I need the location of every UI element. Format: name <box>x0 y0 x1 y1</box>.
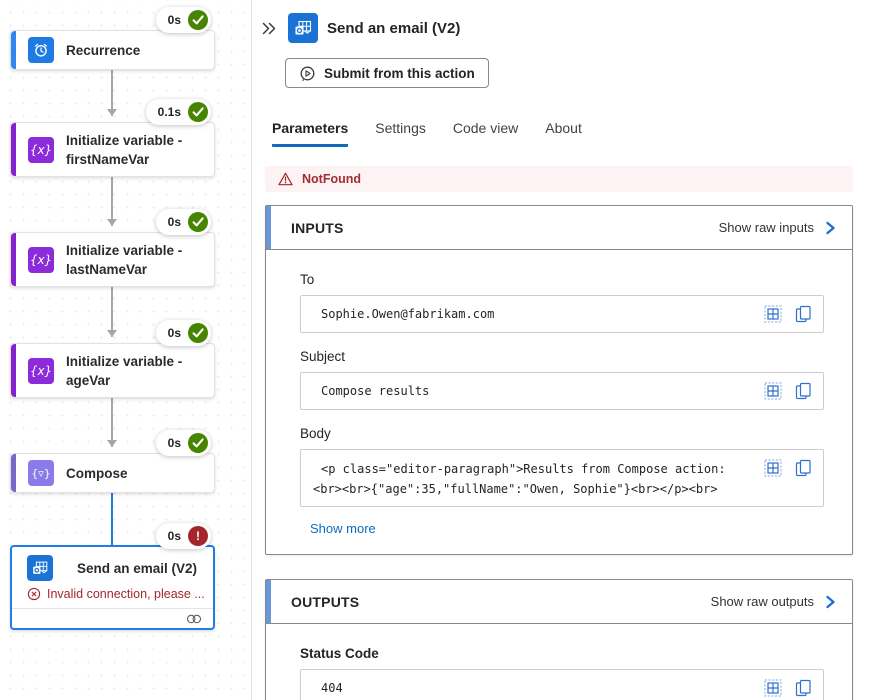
status-badge[interactable]: 0s <box>155 209 211 235</box>
table-view-icon[interactable] <box>764 679 782 697</box>
status-badge[interactable]: 0s <box>155 320 211 346</box>
node-error-message: Invalid connection, please ... <box>12 587 213 601</box>
chevron-right-icon <box>826 595 835 608</box>
recurrence-clock-icon <box>28 37 54 63</box>
duration-label: 0s <box>167 436 181 450</box>
copy-icon[interactable] <box>795 459 812 477</box>
status-badge[interactable]: 0s <box>155 7 211 33</box>
show-raw-inputs-link[interactable]: Show raw inputs <box>719 220 836 235</box>
status-badge[interactable]: 0.1s <box>145 99 211 125</box>
panel-divider <box>251 0 252 700</box>
success-icon <box>188 102 208 122</box>
success-icon <box>188 10 208 30</box>
copy-icon[interactable] <box>795 305 812 323</box>
table-view-icon[interactable] <box>764 459 782 477</box>
connector <box>111 287 113 337</box>
accent-bar <box>11 344 16 397</box>
node-initialize-firstnamevar[interactable]: {x} Initialize variable - firstNameVar <box>10 122 215 177</box>
to-field: Sophie.Owen@fabrikam.com <box>300 295 824 333</box>
card-accent-bar <box>266 206 271 249</box>
duration-label: 0s <box>167 215 181 229</box>
duration-label: 0s <box>167 13 181 27</box>
connector-selected <box>111 493 113 546</box>
status-badge[interactable]: 0s ! <box>155 523 211 549</box>
connector <box>111 70 113 116</box>
success-icon <box>188 433 208 453</box>
panel-title: Send an email (V2) <box>327 19 461 37</box>
show-more-link[interactable]: Show more <box>310 521 376 536</box>
success-icon <box>188 323 208 343</box>
node-recurrence[interactable]: Recurrence <box>10 30 215 70</box>
resubmit-icon <box>300 66 315 81</box>
inputs-header: INPUTS Show raw inputs <box>266 206 852 250</box>
outputs-title: OUTPUTS <box>291 593 360 610</box>
connector <box>111 177 113 226</box>
node-label: Compose <box>66 465 128 481</box>
variable-icon: {x} <box>28 246 54 273</box>
connector <box>111 398 113 447</box>
copy-icon[interactable] <box>795 382 812 400</box>
node-label: Initialize variable - firstNameVar <box>66 132 183 167</box>
node-initialize-lastnamevar[interactable]: {x} Initialize variable - lastNameVar <box>10 232 215 287</box>
accent-bar <box>11 123 16 176</box>
error-banner: NotFound <box>265 166 853 192</box>
subject-field: Compose results <box>300 372 824 410</box>
node-label: Initialize variable - ageVar <box>66 353 183 388</box>
duration-label: 0.1s <box>157 105 181 119</box>
body-label: Body <box>300 426 331 441</box>
warning-triangle-icon <box>278 172 293 186</box>
node-footer <box>12 608 213 628</box>
outlook-icon <box>288 13 318 43</box>
outlook-icon <box>27 555 53 581</box>
copy-icon[interactable] <box>795 679 812 697</box>
node-label: Initialize variable - lastNameVar <box>66 242 183 277</box>
variable-icon: {x} <box>28 136 54 163</box>
tab-parameters[interactable]: Parameters <box>272 120 349 147</box>
tab-bar: Parameters Settings Code view About <box>272 120 870 147</box>
error-circle-icon <box>27 587 41 601</box>
variable-icon: {x} <box>28 357 54 384</box>
tab-code-view[interactable]: Code view <box>452 120 519 136</box>
duration-label: 0s <box>167 529 181 543</box>
chevron-right-icon <box>826 221 835 234</box>
tab-settings[interactable]: Settings <box>375 120 426 136</box>
accent-bar <box>11 454 16 492</box>
outputs-body: Status Code 404 <box>266 624 852 700</box>
tab-about[interactable]: About <box>545 120 582 136</box>
inputs-card: INPUTS Show raw inputs To Sophie.Owen@fa… <box>265 205 853 555</box>
status-code-field: 404 <box>300 669 824 700</box>
failed-icon: ! <box>188 526 208 546</box>
table-view-icon[interactable] <box>764 305 782 323</box>
panel-header: Send an email (V2) <box>258 13 870 43</box>
body-field: <p class="editor-paragraph">Results from… <box>300 449 824 507</box>
duration-label: 0s <box>167 326 181 340</box>
node-label: Send an email (V2) <box>77 560 198 576</box>
node-label: Recurrence <box>66 42 141 58</box>
to-label: To <box>300 272 315 287</box>
show-raw-outputs-link[interactable]: Show raw outputs <box>711 594 836 609</box>
action-details-panel: Send an email (V2) Submit from this acti… <box>252 0 870 700</box>
subject-label: Subject <box>300 349 346 364</box>
connection-icon <box>186 614 202 623</box>
status-code-label: Status Code <box>300 646 379 661</box>
accent-bar <box>11 31 16 69</box>
card-accent-bar <box>266 580 271 623</box>
node-initialize-agevar[interactable]: {x} Initialize variable - ageVar <box>10 343 215 398</box>
banner-text: NotFound <box>302 172 362 186</box>
flow-canvas[interactable]: Recurrence 0s {x} Initialize variable - … <box>0 0 251 700</box>
node-send-email[interactable]: Send an email (V2) Invalid connection, p… <box>10 545 215 630</box>
outputs-card: OUTPUTS Show raw outputs Status Code 404 <box>265 579 853 700</box>
submit-from-action-button[interactable]: Submit from this action <box>285 58 489 88</box>
outputs-header: OUTPUTS Show raw outputs <box>266 580 852 624</box>
double-chevron-right-icon[interactable] <box>258 19 279 38</box>
node-compose[interactable]: {▿} Compose <box>10 453 215 493</box>
accent-bar <box>11 233 16 286</box>
compose-icon: {▿} <box>28 460 54 486</box>
inputs-title: INPUTS <box>291 219 344 236</box>
table-view-icon[interactable] <box>764 382 782 400</box>
success-icon <box>188 212 208 232</box>
status-badge[interactable]: 0s <box>155 430 211 456</box>
inputs-body: To Sophie.Owen@fabrikam.com <box>266 250 852 554</box>
